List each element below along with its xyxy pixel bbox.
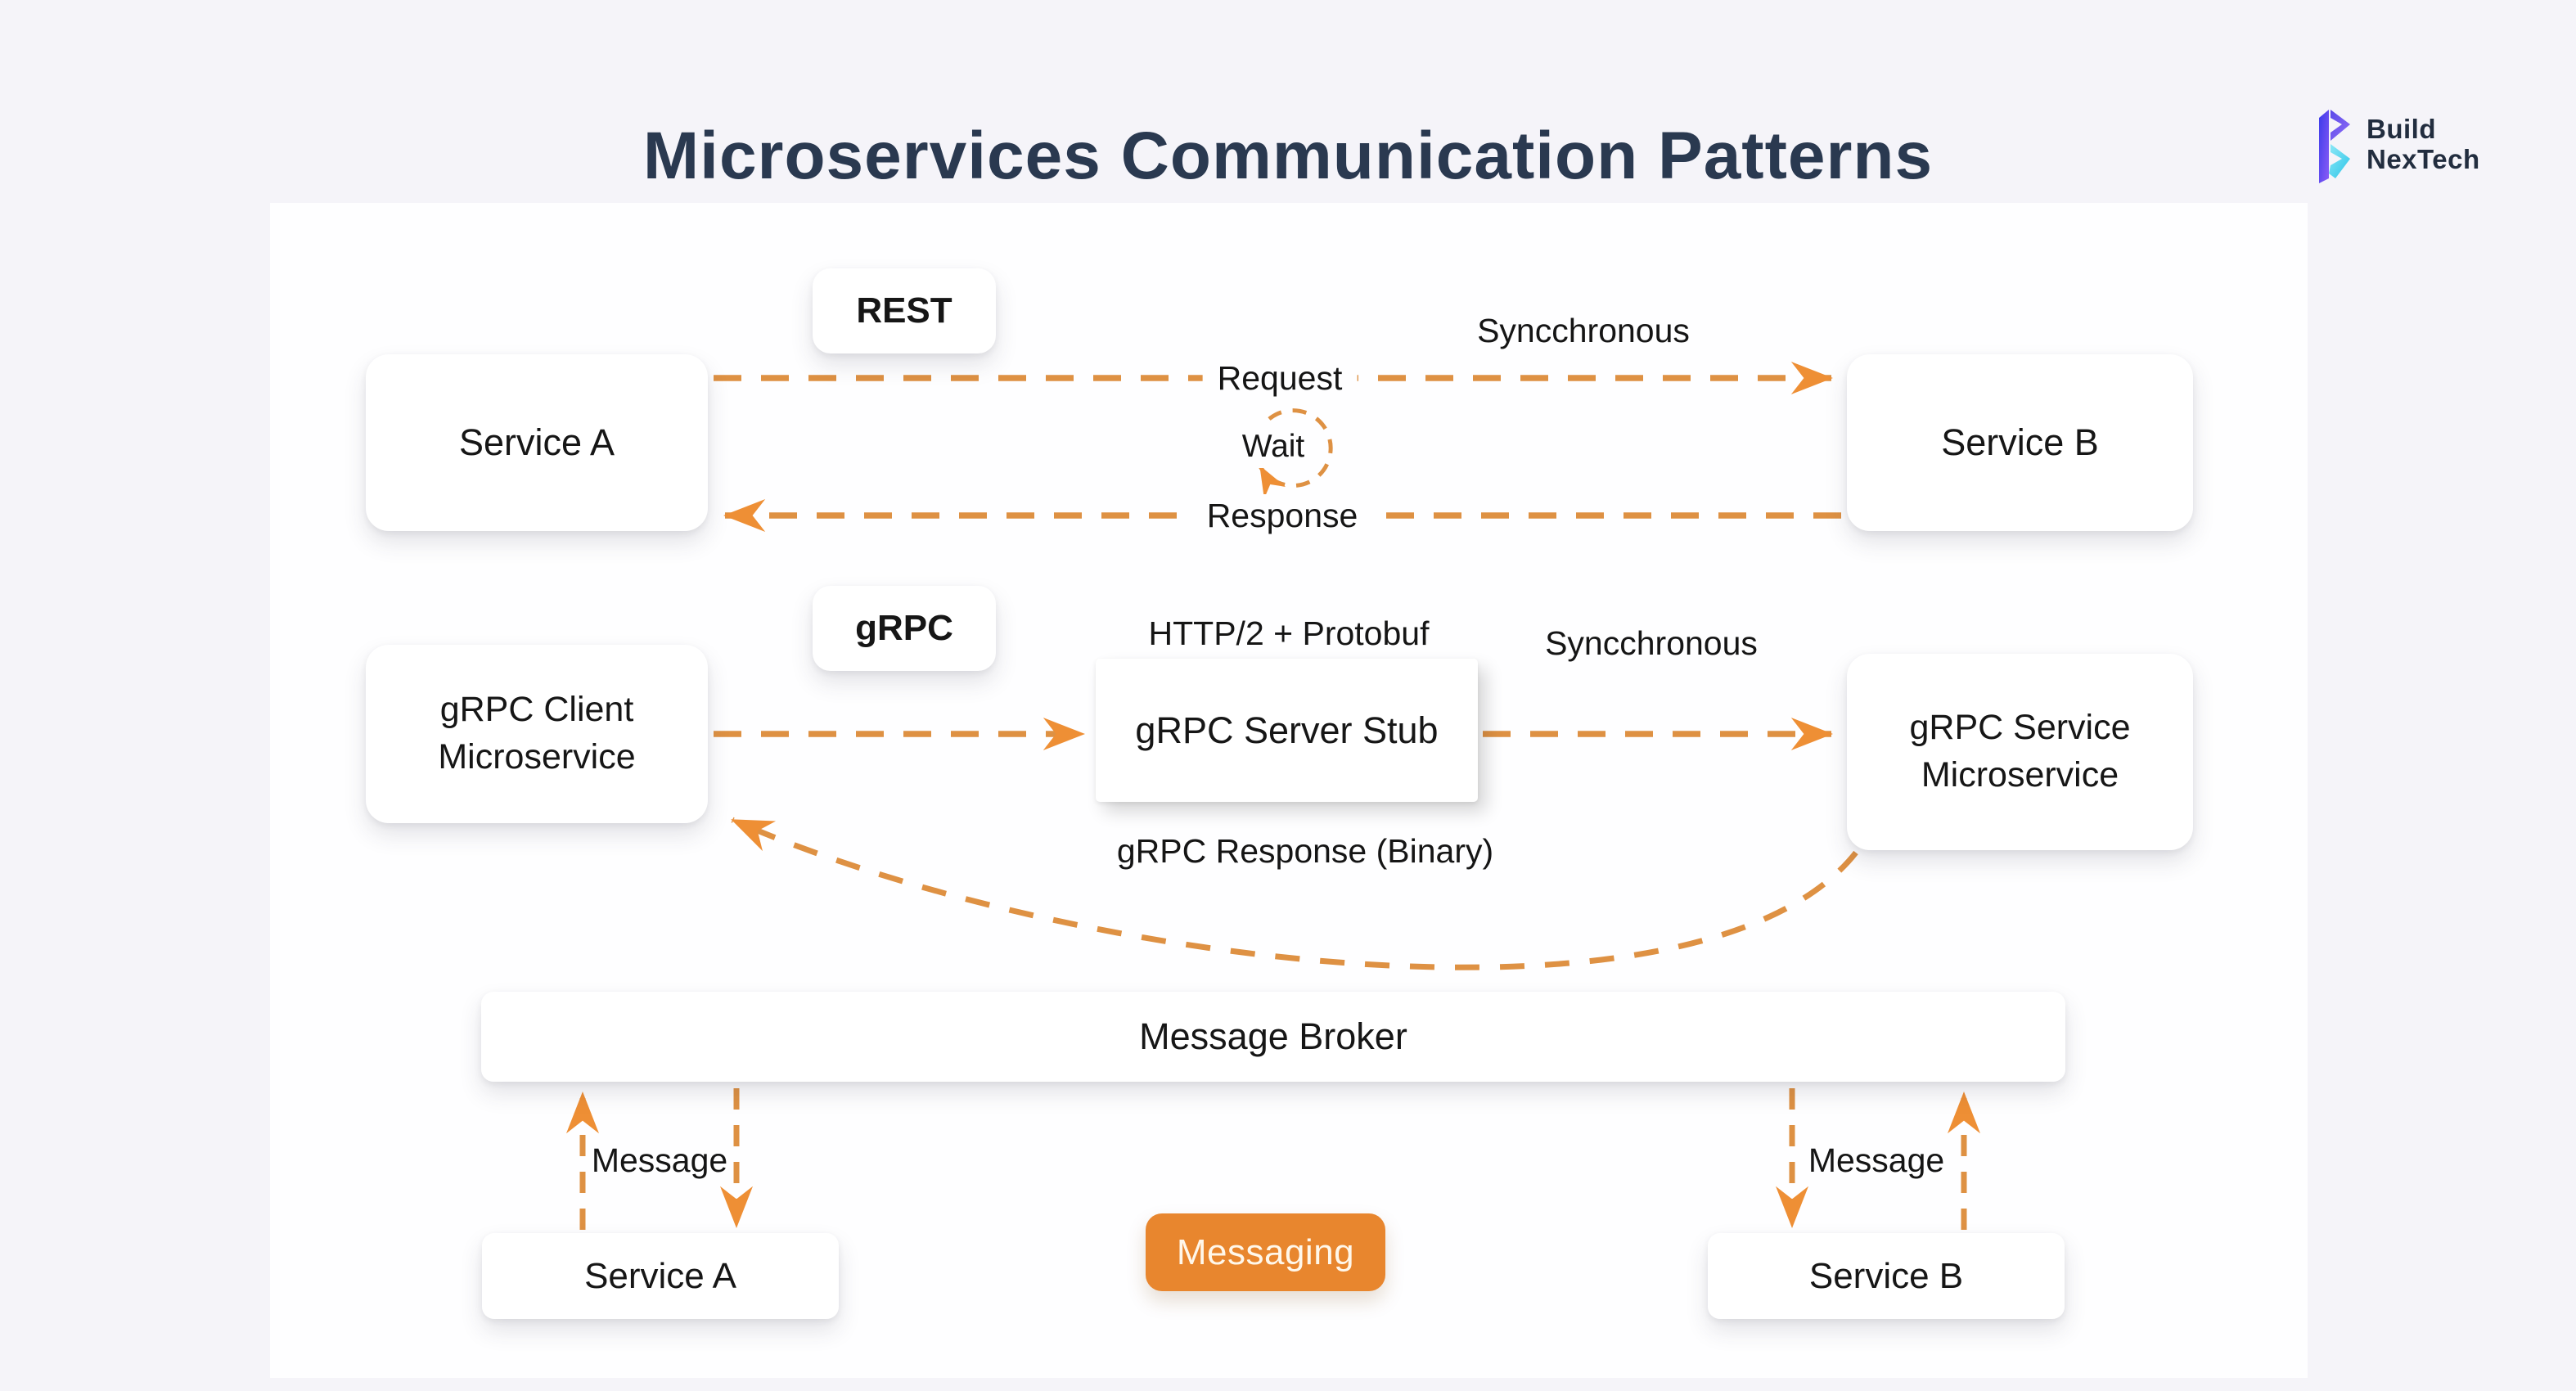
message-broker-bar: Message Broker — [481, 992, 2065, 1082]
grpc-protocol-label: HTTP/2 + Protobuf — [1148, 614, 1430, 652]
grpc-service-label-line2: Microservice — [1921, 755, 2119, 795]
messaging-pattern-badge-label: Messaging — [1176, 1231, 1355, 1272]
rest-response-label: Response — [1191, 494, 1373, 537]
logo-top-chevron — [2331, 110, 2350, 141]
grpc-service-label-line1: gRPC Service — [1909, 708, 2131, 748]
messaging-service-a-label: Service A — [584, 1255, 736, 1296]
rest-request-label: Request — [1202, 357, 1358, 399]
grpc-pattern-tag-label: gRPC — [855, 608, 953, 648]
grpc-response-label: gRPC Response (Binary) — [1101, 830, 1509, 872]
rest-service-a-label: Service A — [458, 421, 615, 463]
grpc-pattern-tag: gRPC — [813, 586, 996, 671]
page-title: Microservices Communication Patterns — [642, 119, 1934, 193]
rest-service-a-box: Service A — [366, 354, 708, 531]
brand-name-line1: Build — [2367, 114, 2436, 144]
messaging-service-a-box: Service A — [482, 1233, 839, 1319]
grpc-service-box: gRPC Service Microservice — [1847, 654, 2193, 850]
rest-sync-label: Syncchronous — [1477, 312, 1690, 349]
grpc-service-label: gRPC Service Microservice — [1909, 705, 2130, 799]
messaging-right-message-label: Message — [1808, 1141, 1945, 1179]
rest-wait-label: Wait — [1236, 425, 1310, 468]
logo-bottom-chevron — [2329, 144, 2350, 178]
rest-pattern-tag: REST — [813, 268, 996, 353]
grpc-client-label: gRPC Client Microservice — [438, 686, 635, 781]
message-broker-label: Message Broker — [1139, 1015, 1407, 1057]
rest-service-b-label: Service B — [1941, 421, 2099, 463]
messaging-service-b-box: Service B — [1708, 1233, 2065, 1319]
rest-service-b-box: Service B — [1847, 354, 2193, 531]
grpc-sync-label: Syncchronous — [1545, 624, 1758, 662]
brand-name-line2: NexTech — [2367, 144, 2480, 174]
brand-name: Build NexTech — [2367, 114, 2480, 174]
grpc-client-box: gRPC Client Microservice — [366, 645, 708, 823]
grpc-server-stub-box: gRPC Server Stub — [1096, 659, 1478, 802]
grpc-client-label-line2: Microservice — [438, 737, 636, 777]
logo-left-bar — [2319, 110, 2329, 183]
buildnextech-logo-icon — [2319, 110, 2350, 183]
messaging-pattern-badge: Messaging — [1146, 1213, 1385, 1291]
messaging-service-b-label: Service B — [1808, 1255, 1964, 1296]
rest-pattern-tag-label: REST — [856, 290, 952, 331]
messaging-left-message-label: Message — [591, 1141, 728, 1179]
brand-logo: Build NexTech — [2313, 103, 2480, 185]
grpc-client-label-line1: gRPC Client — [439, 690, 634, 730]
grpc-server-stub-label: gRPC Server Stub — [1135, 709, 1439, 751]
